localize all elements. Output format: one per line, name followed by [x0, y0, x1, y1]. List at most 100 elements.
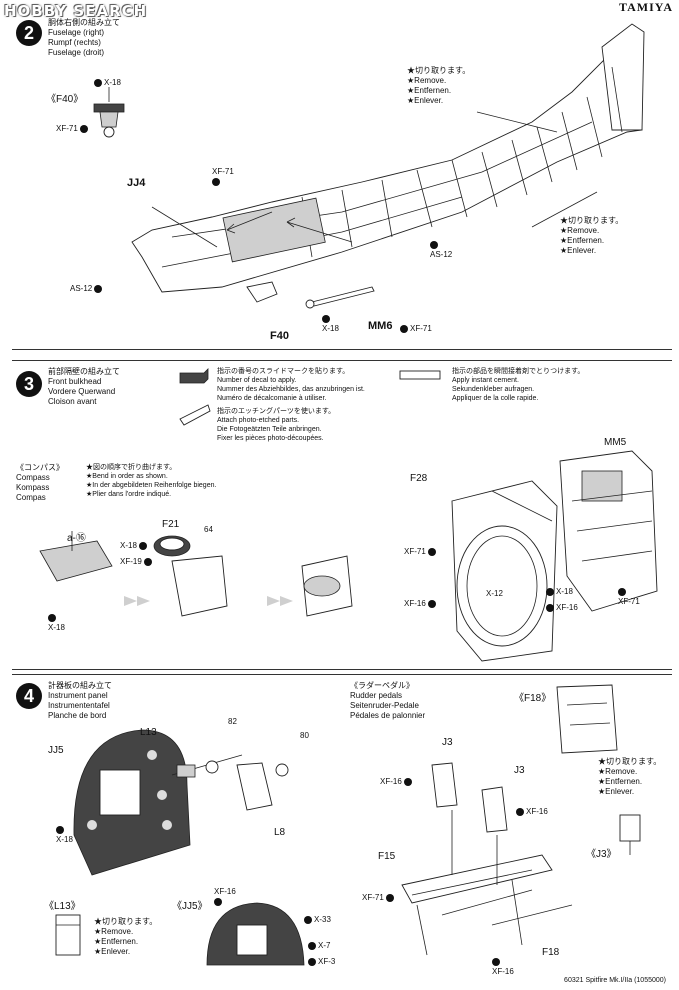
- cut-note-top: ★切り取ります。★Remove. ★Entfernen.★Enlever.: [407, 66, 471, 105]
- paint-label: XF-71: [56, 124, 90, 134]
- rudder-en: Rudder pedals: [350, 691, 403, 700]
- step-title-de: Vordere Querwand: [48, 387, 116, 396]
- cut-note-f18: ★切り取ります。★Remove. ★Entfernen.★Enlever.: [598, 757, 662, 796]
- compass-de: Kompass: [16, 483, 50, 492]
- footer-code: 60321 Spitfire Mk.I/IIa (1055000): [564, 977, 666, 984]
- paint-dot-icon: [428, 547, 437, 556]
- instrument-panel-drawing: [55, 684, 641, 966]
- part-l8: L8: [274, 827, 286, 838]
- bulkhead-drawing: [39, 368, 658, 662]
- part-a16: a-⑯: [67, 533, 86, 544]
- rudder-fr: Pédales de palonnier: [350, 711, 426, 720]
- paint-dot-icon: [400, 324, 408, 333]
- paint-label: X-18: [48, 613, 65, 633]
- paint-label: X-18: [546, 587, 573, 597]
- part-mm5: MM5: [604, 437, 627, 448]
- compass-fr: Compas: [16, 493, 46, 502]
- step-number: 4: [16, 683, 42, 709]
- step-title-de: Rumpf (rechts): [48, 38, 101, 47]
- paint-dot-icon: [322, 314, 330, 323]
- step-title-fr: Cloison avant: [48, 397, 97, 406]
- legend-etch: 指示のエッチングパーツを使います。Attach photo-etched par…: [217, 408, 336, 442]
- paint-dot-icon: [430, 240, 438, 249]
- step-title-jp: 胴体右側の組み立て: [48, 18, 120, 27]
- step-title-de: Instrumententafel: [48, 701, 110, 710]
- part-jj5: JJ5: [48, 745, 64, 756]
- paint-dot-icon: [80, 124, 89, 133]
- paint-dot-icon: [212, 177, 220, 186]
- paint-label: XF-16: [214, 887, 236, 907]
- cut-note-l13: ★切り取ります。★Remove. ★Entfernen.★Enlever.: [94, 917, 158, 956]
- paint-label: XF-16: [492, 957, 514, 977]
- step-title-fr: Fuselage (droit): [48, 48, 105, 57]
- brand-logo: TAMIYA: [618, 0, 673, 14]
- step-3-panel: 3 前部隔壁の組み立て Front bulkhead Vordere Querw…: [12, 360, 672, 670]
- paint-label: X-33: [304, 915, 331, 925]
- paint-dot-icon: [214, 897, 222, 906]
- paint-dot-icon: [428, 599, 437, 608]
- inset-label-jj5: 《JJ5》: [172, 901, 208, 912]
- step-title-en: Fuselage (right): [48, 28, 105, 37]
- decal-number: 64: [204, 525, 213, 534]
- paint-dot-icon: [546, 603, 554, 612]
- paint-dot-icon: [48, 613, 56, 622]
- inset-label-f18: 《F18》: [514, 693, 552, 704]
- paint-label: X-18: [120, 541, 149, 551]
- compass-title: 《コンパス》: [16, 463, 64, 472]
- step-title-en: Front bulkhead: [48, 377, 102, 386]
- cut-note-mid: ★切り取ります。★Remove. ★Entfernen.★Enlever.: [560, 216, 624, 255]
- paint-label: XF-71: [618, 587, 640, 607]
- step-title-jp: 計器板の組み立て: [48, 681, 112, 690]
- compass-en: Compass: [16, 473, 50, 482]
- part-f18: F18: [542, 947, 560, 958]
- paint-dot-icon: [404, 777, 413, 786]
- paint-label: XF-16: [546, 603, 578, 613]
- fuselage-drawing: [93, 23, 645, 309]
- paint-label: XF-19: [120, 557, 154, 567]
- step-title-jp: 前部隔壁の組み立て: [48, 367, 120, 376]
- part-l13: L13: [140, 727, 157, 738]
- paint-dot-icon: [94, 284, 103, 293]
- part-f15: F15: [378, 851, 396, 862]
- step-2-panel: 2 胴体右側の組み立て Fuselage (right) Rumpf (rech…: [12, 12, 672, 350]
- paint-label: XF-71: [404, 547, 438, 557]
- paint-label: XF-16: [404, 599, 438, 609]
- paint-dot-icon: [308, 957, 316, 966]
- paint-dot-icon: [144, 557, 153, 566]
- legend-glue: 指示の部品を瞬間接着剤でとりつけます。Apply instant cement.…: [452, 368, 585, 402]
- inset-label-f40: 《F40》: [46, 94, 84, 105]
- paint-label: X-7: [308, 941, 330, 951]
- step-title-en: Instrument panel: [48, 691, 108, 700]
- decal-number: 82: [228, 717, 237, 726]
- part-f28: F28: [410, 473, 428, 484]
- paint-label: X-12: [486, 589, 503, 598]
- legend-decal: 指示の番号のスライドマークを貼ります。Number of decal to ap…: [217, 368, 365, 402]
- paint-label: XF-71: [400, 324, 432, 334]
- part-f40: F40: [270, 330, 289, 342]
- paint-label: AS-12: [430, 240, 452, 260]
- paint-dot-icon: [386, 893, 395, 902]
- rudder-de: Seitenruder-Pedale: [350, 701, 419, 710]
- paint-label: X-18: [94, 78, 121, 88]
- paint-label: XF-71: [212, 167, 234, 187]
- step-number: 3: [16, 371, 42, 397]
- rudder-title: 《ラダーペダル》: [350, 681, 414, 690]
- paint-label: AS-12: [70, 284, 104, 294]
- part-jj4: JJ4: [127, 177, 146, 189]
- part-mm6: MM6: [368, 320, 393, 332]
- decal-number: 80: [300, 731, 309, 740]
- paint-dot-icon: [546, 587, 554, 596]
- part-j3: J3: [514, 765, 525, 776]
- inset-label-j3: 《J3》: [586, 849, 617, 860]
- paint-dot-icon: [139, 541, 148, 550]
- paint-label: XF-16: [380, 777, 414, 787]
- paint-dot-icon: [308, 941, 316, 950]
- part-j3: J3: [442, 737, 453, 748]
- paint-dot-icon: [516, 807, 524, 816]
- paint-dot-icon: [618, 587, 626, 596]
- paint-dot-icon: [304, 915, 312, 924]
- paint-dot-icon: [56, 825, 64, 834]
- inset-label-l13: 《L13》: [44, 901, 81, 912]
- step-title-fr: Planche de bord: [48, 711, 107, 720]
- paint-dot-icon: [94, 78, 102, 87]
